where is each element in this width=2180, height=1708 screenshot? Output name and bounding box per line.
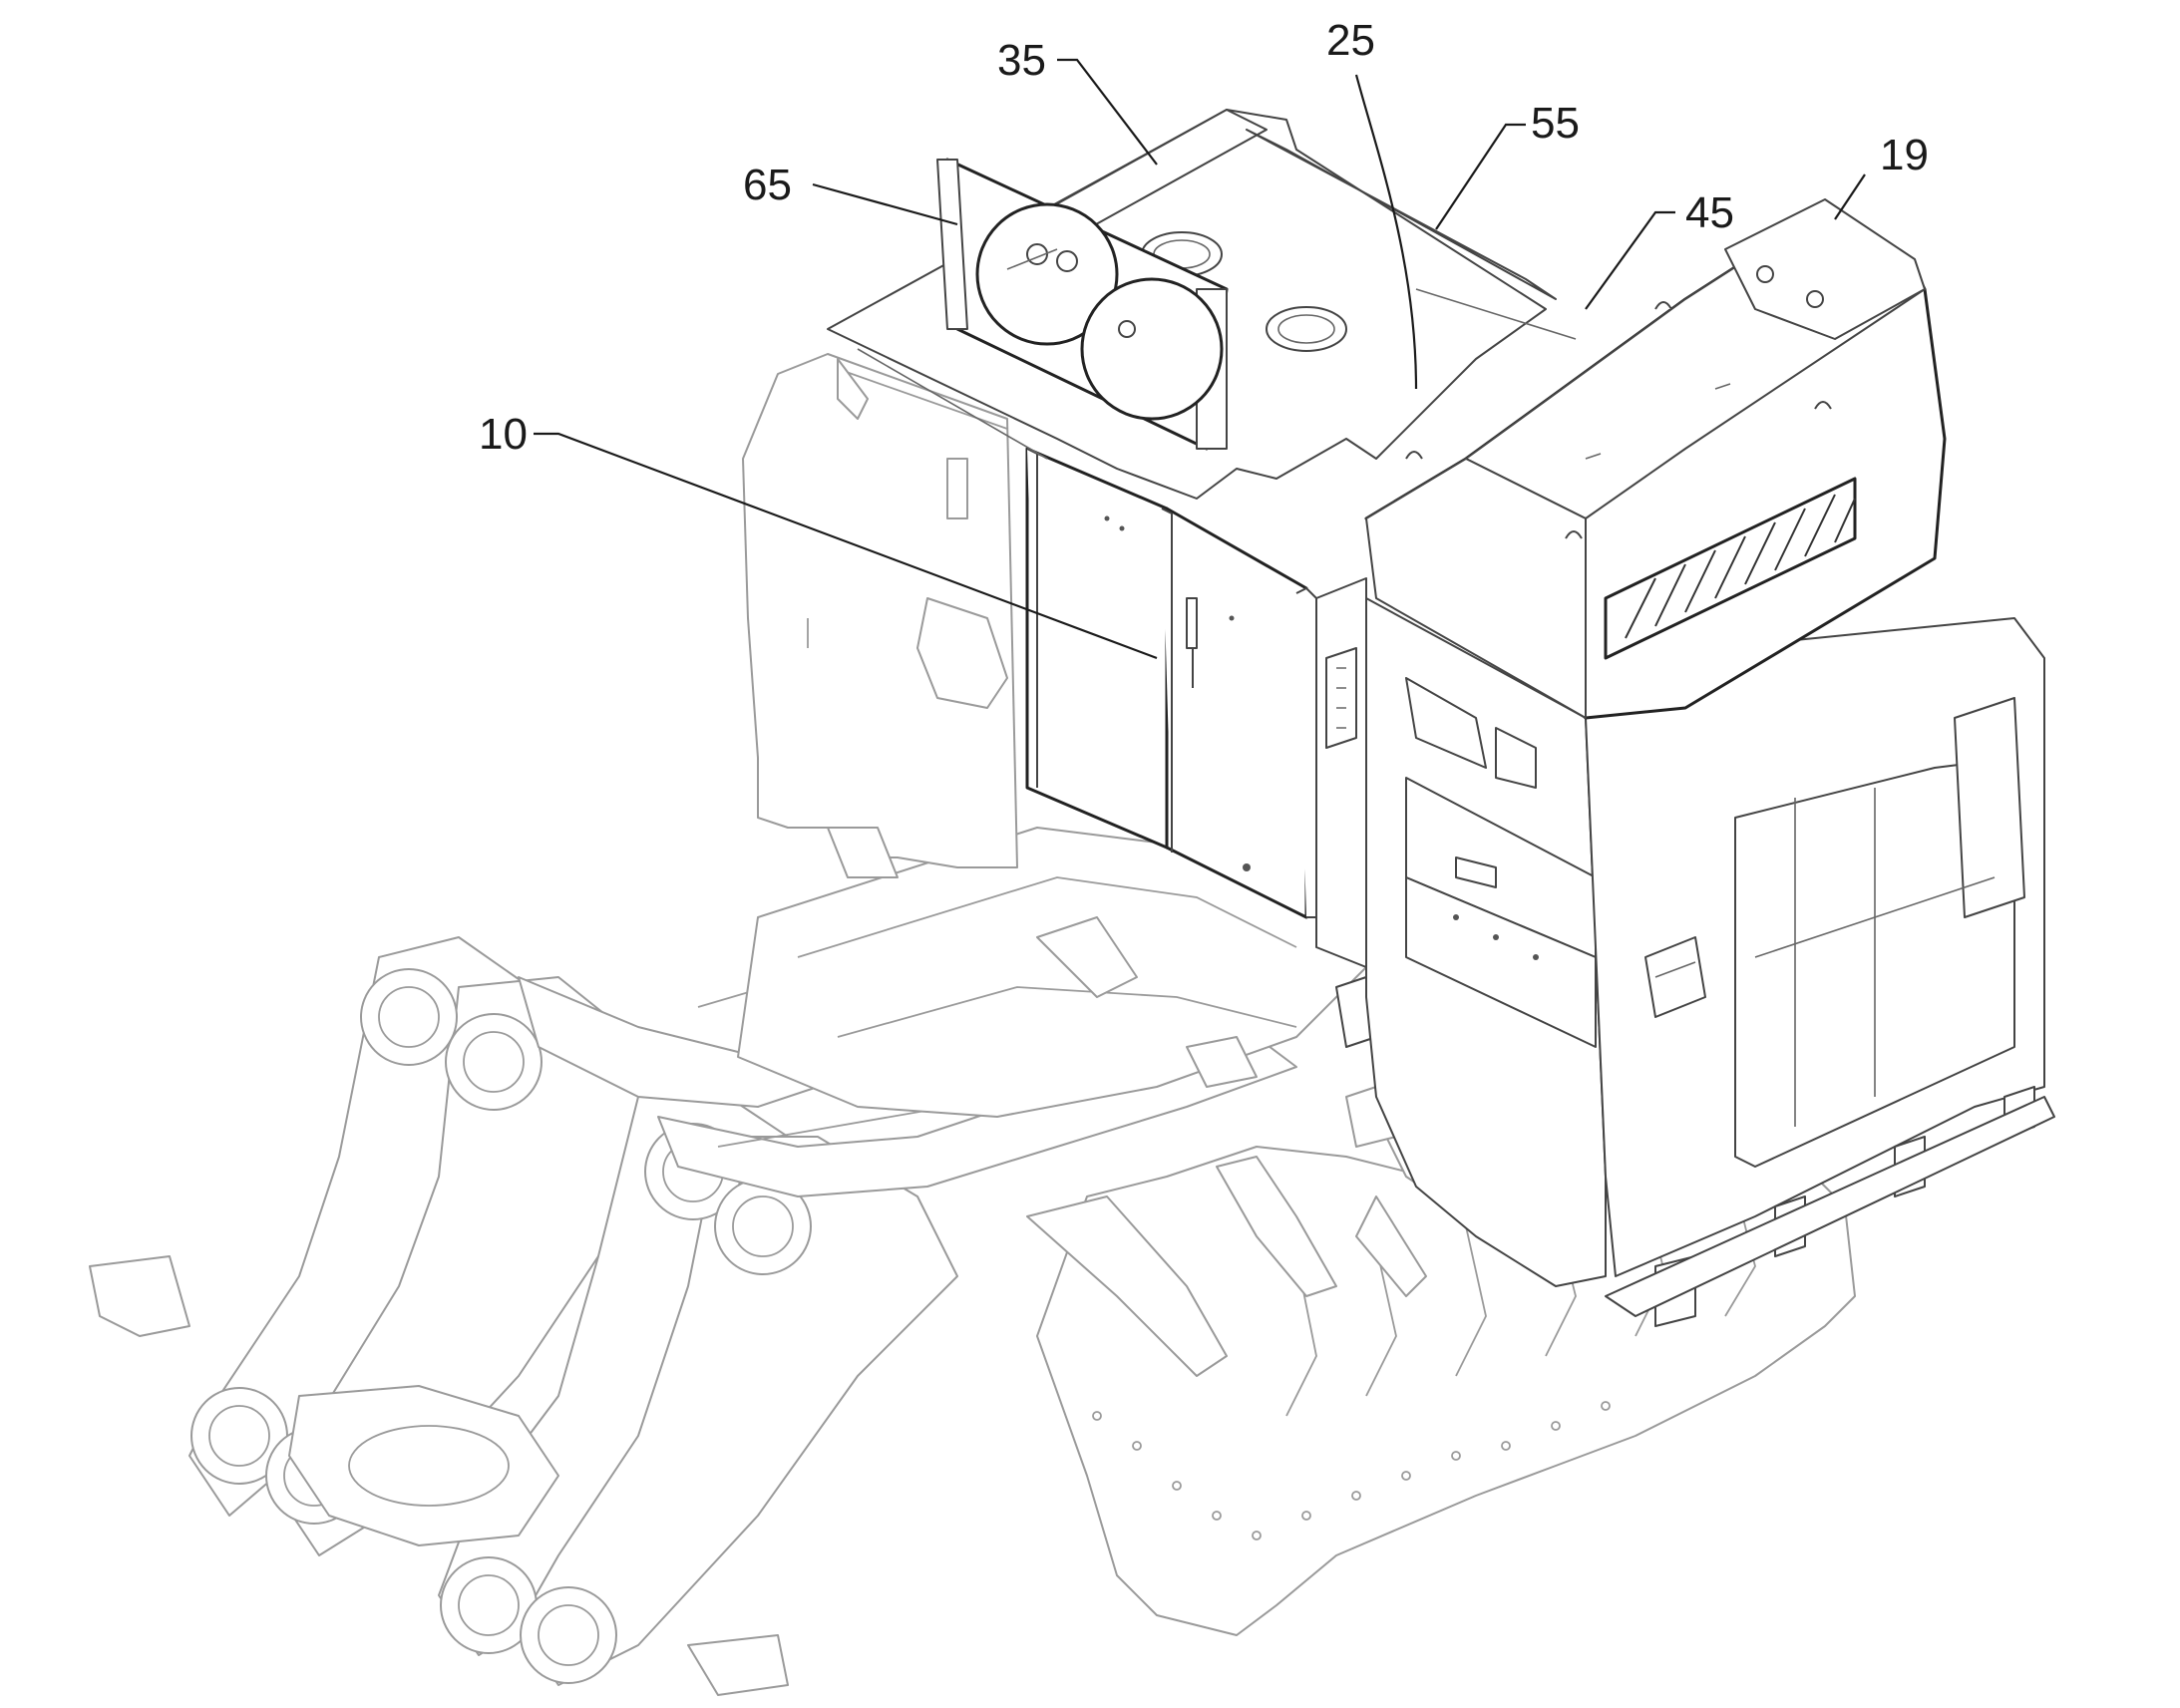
ref-10-leader <box>534 432 1158 660</box>
right-side-wall <box>1365 597 1607 1287</box>
grille-hatching <box>1625 494 1856 639</box>
ref-35-leader <box>1057 58 1158 166</box>
ref-65-label: 65 <box>743 161 792 209</box>
ref-55-label: 55 <box>1531 99 1580 148</box>
ref-65-leader <box>812 182 958 226</box>
frame-holes <box>1092 1401 1611 1540</box>
ref-25-label: 25 <box>1326 16 1375 65</box>
ref-45-label: 45 <box>1685 188 1734 237</box>
door-assembly <box>1025 447 1317 919</box>
engine-hood <box>1364 198 1947 720</box>
center-floor <box>737 827 1397 1148</box>
fan-shroud <box>936 158 1229 451</box>
ref-35-label: 35 <box>997 36 1046 85</box>
ref-19-label: 19 <box>1880 131 1929 179</box>
left-side-wall <box>742 353 1018 878</box>
rear-cage <box>1585 617 2055 1327</box>
ref-19-leader <box>1834 173 1866 220</box>
ref-25-leader <box>1354 74 1418 390</box>
ref-45-leader <box>1585 210 1675 310</box>
reference-labels: 35 25 55 65 19 45 10 <box>479 16 1929 660</box>
ref-10-label: 10 <box>479 410 528 459</box>
loader-frame <box>89 856 1297 1696</box>
ref-55-leader <box>1435 123 1526 230</box>
